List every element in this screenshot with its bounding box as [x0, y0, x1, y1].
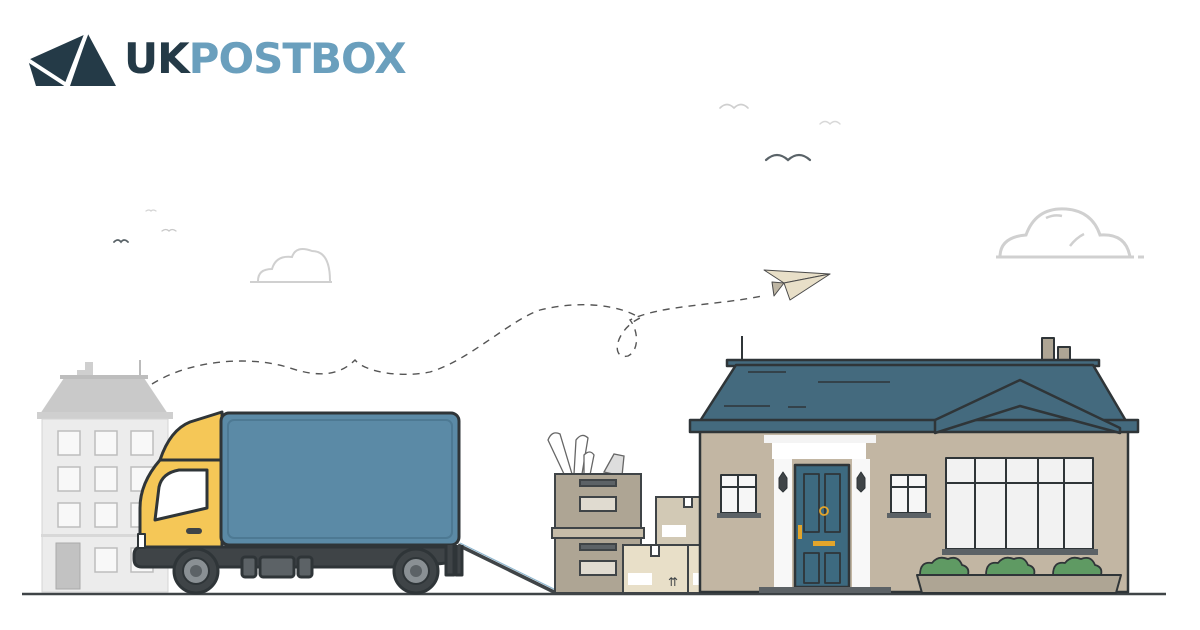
brand-logo[interactable]: UKPOSTBOX: [28, 32, 407, 86]
dashed-flight-path: [151, 295, 763, 385]
rolled-papers-icon: [547, 432, 625, 477]
cloud-icon: [250, 248, 332, 283]
wall-lamp-icon: [778, 471, 788, 493]
wall-lamp-icon: [856, 471, 866, 493]
house: [688, 336, 1140, 594]
hedge: [919, 556, 1103, 576]
porch: [764, 435, 876, 587]
brand-name-postbox: POSTBOX: [188, 34, 407, 83]
bird-icon: [764, 153, 812, 162]
brand-name: UKPOSTBOX: [124, 38, 407, 80]
planter: [916, 574, 1122, 594]
cloud-icon: [996, 207, 1144, 259]
bird-icon: [719, 103, 749, 110]
moving-truck: [132, 410, 464, 595]
storage-boxes: [547, 432, 645, 594]
bay-window: [945, 457, 1094, 550]
bird-icon: [161, 228, 177, 232]
this-way-up-icon: ⇈: [668, 575, 678, 589]
loading-ramp: [457, 542, 559, 595]
birds: [113, 103, 841, 244]
bird-icon: [113, 239, 129, 244]
bird-icon: [819, 120, 841, 125]
folded-triangle-icon: [28, 32, 116, 86]
door-knocker-icon: [819, 506, 829, 516]
bird-icon: [145, 209, 157, 212]
letterbox: [813, 541, 835, 546]
brand-name-uk: UK: [124, 34, 190, 83]
paper-plane-icon: [763, 269, 831, 301]
